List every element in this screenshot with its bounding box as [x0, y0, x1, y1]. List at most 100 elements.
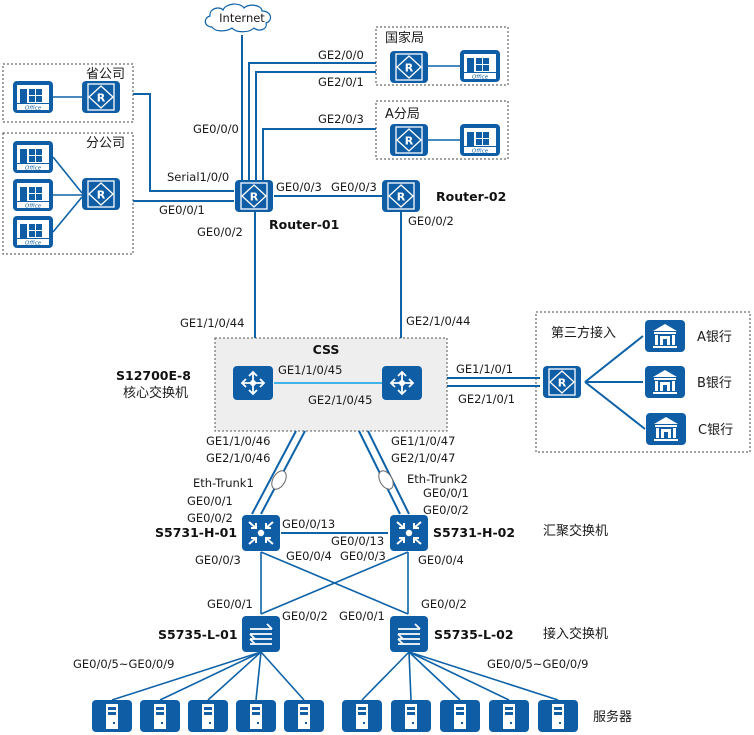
- port-acc2-agg2: GE0/0/2: [421, 597, 467, 611]
- port-core-third-1: GE1/1/0/1: [456, 362, 513, 376]
- servers-acc02: [342, 700, 578, 732]
- server-icon[interactable]: [342, 700, 382, 732]
- a-bureau-router-icon[interactable]: [389, 123, 429, 157]
- agg01-switch-icon[interactable]: [241, 514, 281, 552]
- links-acc02-servers: [361, 651, 559, 701]
- servers-acc01: [92, 700, 324, 732]
- css-title: CSS: [313, 342, 340, 357]
- link-branch-router-office-1: [52, 156, 83, 194]
- link-router01-national-1: [255, 71, 376, 182]
- port-agg2-agg1: GE0/0/13: [331, 534, 384, 548]
- port-acc1-agg1: GE0/0/1: [207, 597, 253, 611]
- third-party-access-group: [535, 311, 751, 453]
- router02-name: Router-02: [436, 189, 506, 204]
- server-icon[interactable]: [92, 700, 132, 732]
- a-bureau-group: [375, 100, 509, 160]
- port-r1-r2: GE0/0/3: [276, 180, 322, 194]
- agg02-switch-icon[interactable]: [389, 514, 429, 552]
- link-acc01-server-4: [255, 651, 262, 701]
- third-party-router-icon[interactable]: [542, 365, 582, 399]
- port-css-link-1: GE1/1/0/45: [278, 363, 342, 377]
- link-acc02-server-3: [408, 651, 461, 701]
- port-r1-provincial: Serial1/0/0: [167, 170, 229, 184]
- server-icon[interactable]: [188, 700, 228, 732]
- router02-icon[interactable]: [381, 179, 421, 213]
- branch-office-icon-3: [13, 216, 53, 248]
- bank-a-icon: [645, 320, 685, 352]
- links: [52, 35, 646, 701]
- access-role-label: 接入交换机: [543, 626, 608, 642]
- provincial-router-icon[interactable]: [81, 80, 121, 114]
- port-acc2-agg1: GE0/0/1: [339, 609, 385, 623]
- link-router01-a-bureau: [262, 128, 376, 182]
- links-acc01-servers: [111, 651, 305, 701]
- internet-cloud[interactable]: Internet: [204, 3, 272, 33]
- port-agg1-up-1: GE0/0/1: [187, 494, 233, 508]
- bank-b-label: B银行: [697, 376, 732, 391]
- acc02-name: S5735-L-02: [434, 627, 514, 642]
- port-r2-core: GE0/0/2: [408, 214, 454, 228]
- router01-icon[interactable]: [234, 179, 274, 213]
- acc02-switch-icon[interactable]: [389, 615, 429, 653]
- link-core-agg02-b: [367, 430, 410, 515]
- core-switch-2-icon[interactable]: [381, 365, 423, 401]
- port-acc1-servers: GE0/0/5~GE0/0/9: [73, 657, 174, 671]
- link-acc01-server-2: [159, 651, 262, 701]
- branch-office-icon-1: [13, 141, 53, 173]
- port-agg1-acc2: GE0/0/4: [286, 549, 332, 563]
- eth-trunk2-label: Eth-Trunk2: [407, 472, 468, 486]
- link-core-agg01-a: [251, 430, 297, 515]
- port-r1-national-0: GE2/0/0: [318, 48, 364, 62]
- port-r1-internet: GE0/0/0: [193, 122, 239, 136]
- branch-router-icon[interactable]: [81, 177, 121, 211]
- aggregation-role-label: 汇聚交换机: [543, 523, 608, 539]
- server-icon[interactable]: [538, 700, 578, 732]
- port-agg2-acc1: GE0/0/3: [340, 549, 386, 563]
- link-agg02-acc01: [260, 551, 409, 615]
- provincial-company-group: [2, 63, 134, 123]
- port-labels: GE0/0/0 GE2/0/0 GE2/0/1 GE2/0/3 Serial1/…: [73, 48, 588, 671]
- port-r2-r1: GE0/0/3: [331, 180, 377, 194]
- link-third-party-bank-c: [584, 381, 646, 430]
- link-acc01-server-5: [260, 651, 305, 701]
- server-icon[interactable]: [440, 700, 480, 732]
- branch-company-title: 分公司: [86, 136, 125, 151]
- internet-label: Internet: [219, 11, 265, 25]
- national-office-icon: [460, 50, 500, 82]
- provincial-company-title: 省公司: [86, 67, 125, 82]
- link-acc01-server-1: [111, 651, 262, 701]
- router01-name: Router-01: [269, 217, 339, 232]
- core-switch-1-icon[interactable]: [232, 365, 274, 401]
- port-css-link-2: GE2/1/0/45: [308, 393, 372, 407]
- port-core-r1: GE1/1/0/44: [180, 316, 244, 330]
- server-icon[interactable]: [236, 700, 276, 732]
- link-acc02-server-5: [408, 651, 559, 701]
- link-router01-national-0: [248, 62, 376, 182]
- link-acc02-server-4: [408, 651, 510, 701]
- server-icon[interactable]: [391, 700, 431, 732]
- agg01-name: S5731-H-01: [155, 525, 237, 540]
- acc01-switch-icon[interactable]: [241, 615, 281, 653]
- link-acc02-server-2: [408, 651, 412, 701]
- eth-trunk1-label: Eth-Trunk1: [193, 476, 254, 490]
- bank-a-label: A银行: [697, 330, 732, 345]
- port-core-agg2-2: GE2/1/0/47: [391, 451, 455, 465]
- core-switch-name: S12700E-8: [116, 368, 191, 383]
- bank-c-icon: [646, 413, 686, 445]
- server-icon[interactable]: [284, 700, 324, 732]
- national-router-icon[interactable]: [389, 50, 429, 84]
- port-acc2-servers: GE0/0/5~GE0/0/9: [487, 657, 588, 671]
- servers-role-label: 服务器: [593, 709, 632, 725]
- port-agg2-acc2: GE0/0/4: [418, 553, 464, 567]
- link-acc01-server-3: [207, 651, 262, 701]
- link-third-party-bank-a: [584, 335, 644, 383]
- server-icon[interactable]: [140, 700, 180, 732]
- bank-b-icon: [645, 366, 685, 398]
- server-icon[interactable]: [489, 700, 529, 732]
- port-core-agg2-1: GE1/1/0/47: [391, 434, 455, 448]
- port-agg1-agg2: GE0/0/13: [282, 517, 335, 531]
- port-agg2-up-2: GE0/0/2: [423, 503, 469, 517]
- a-bureau-title: A分局: [385, 107, 420, 122]
- bank-c-label: C银行: [698, 423, 733, 438]
